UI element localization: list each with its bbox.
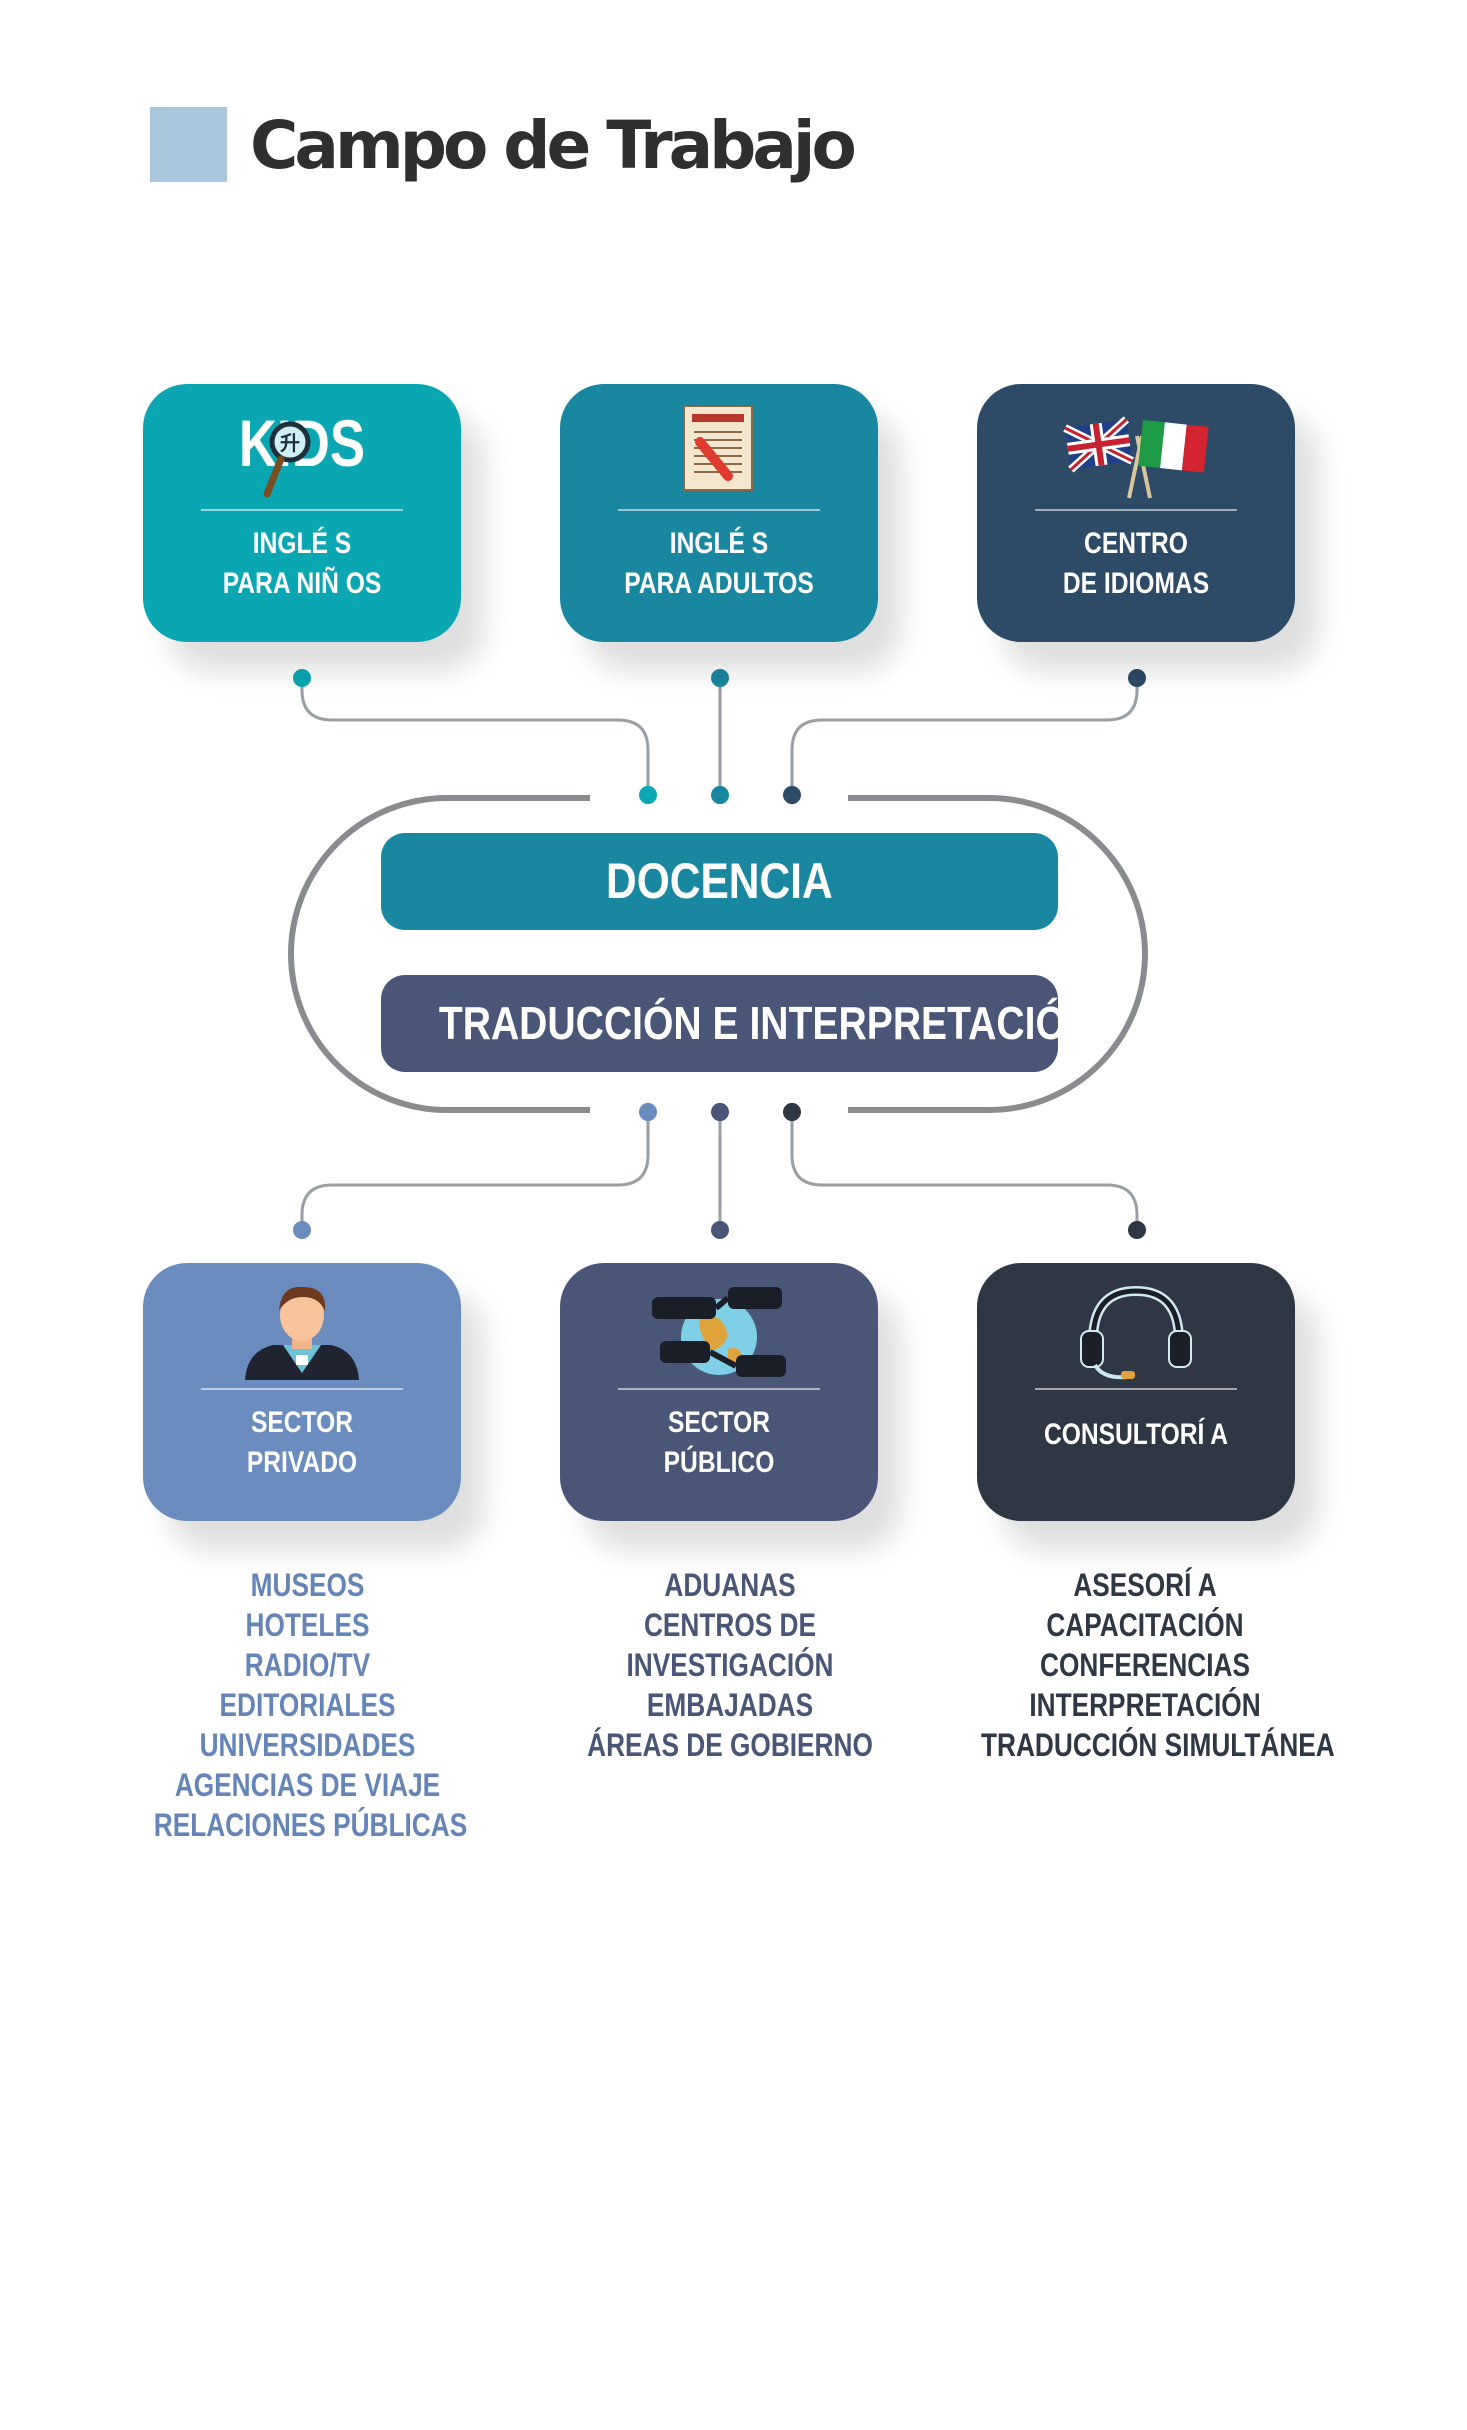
list-item: EMBAJADAS xyxy=(646,1687,814,1723)
list-item: INTERPRETACIÓN xyxy=(1029,1687,1261,1723)
list-item: ASESORÍ A xyxy=(1073,1567,1217,1603)
card-label: CONSULTORÍ A xyxy=(1043,1418,1229,1451)
magnifier-icon: KIDS 升 xyxy=(143,406,461,501)
svg-text:升: 升 xyxy=(280,432,300,455)
list-consultoria: ASESORÍ A CAPACITACIÓN CONFERENCIAS INTE… xyxy=(945,1565,1345,1765)
flags-icon xyxy=(977,406,1295,501)
list-item: MUSEOS xyxy=(250,1567,365,1603)
card-ingles-adultos: INGLÉ S PARA ADULTOS xyxy=(560,384,878,642)
card-label: INGLÉ S PARA NIÑ OS xyxy=(222,527,382,600)
bottom-left-dot xyxy=(293,1221,311,1239)
list-item: ÁREAS DE GOBIERNO xyxy=(587,1727,873,1763)
card-sector-publico: SECTOR PÚBLICO xyxy=(560,1263,878,1521)
page-title: Campo de Trabajo xyxy=(250,107,857,184)
list-item: CENTROS DE xyxy=(643,1607,817,1643)
card-consultoria: CONSULTORÍ A xyxy=(977,1263,1295,1521)
card-label: SECTOR PRIVADO xyxy=(246,1406,358,1479)
docencia-bar: DOCENCIA xyxy=(381,833,1058,930)
document-pencil-icon xyxy=(560,405,878,501)
list-sector-publico: ADUANAS CENTROS DE INVESTIGACIÓN EMBAJAD… xyxy=(535,1565,925,1765)
card-centro-idiomas: CENTRO DE IDIOMAS xyxy=(977,384,1295,642)
list-item: ADUANAS xyxy=(664,1567,796,1603)
list-item: TRADUCCIÓN SIMULTÁNEA xyxy=(981,1727,1335,1763)
list-item: EDITORIALES xyxy=(219,1687,396,1723)
list-item: RELACIONES PÚBLICAS xyxy=(153,1807,468,1843)
card-label: INGLÉ S PARA ADULTOS xyxy=(624,527,814,600)
globe-network-icon xyxy=(560,1285,878,1380)
list-item: UNIVERSIDADES xyxy=(199,1727,416,1763)
bottom-right-dot xyxy=(1128,1221,1146,1239)
title-accent-square xyxy=(150,107,227,182)
person-icon xyxy=(143,1285,461,1380)
list-item: CAPACITACIÓN xyxy=(1046,1607,1244,1643)
card-ingles-ninos: KIDS 升 INGLÉ S PARA NIÑ OS xyxy=(143,384,461,642)
list-item: AGENCIAS DE VIAJE xyxy=(174,1767,441,1803)
headset-icon xyxy=(977,1285,1295,1380)
top-middle-dot xyxy=(711,669,729,687)
card-label: CENTRO DE IDIOMAS xyxy=(1062,527,1210,600)
list-item: HOTELES xyxy=(245,1607,370,1643)
top-left-dot xyxy=(293,669,311,687)
bottom-middle-dot xyxy=(711,1221,729,1239)
list-item: INVESTIGACIÓN xyxy=(626,1647,834,1683)
traduccion-interpretacion-bar: TRADUCCIÓN E INTERPRETACIÓN xyxy=(381,975,1094,1072)
list-item: RADIO/TV xyxy=(244,1647,371,1683)
list-item: CONFERENCIAS xyxy=(1040,1647,1250,1683)
card-label: SECTOR PÚBLICO xyxy=(663,1406,775,1479)
card-sector-privado: SECTOR PRIVADO xyxy=(143,1263,461,1521)
list-sector-privado: MUSEOS HOTELES RADIO/TV EDITORIALES UNIV… xyxy=(120,1565,495,1845)
top-right-dot xyxy=(1128,669,1146,687)
